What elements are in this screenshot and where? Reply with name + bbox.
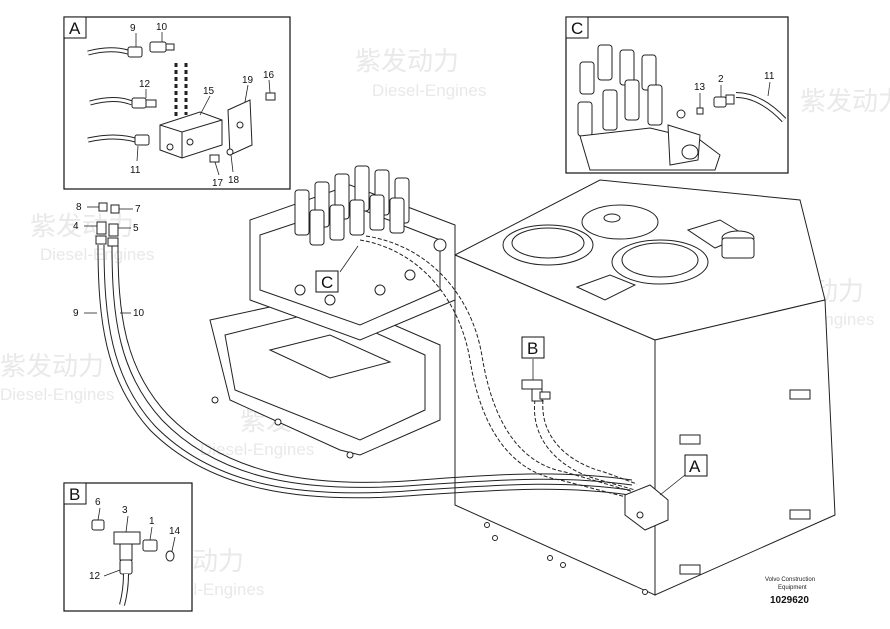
part-number: 1029620	[770, 595, 809, 606]
b-label-3: 3	[122, 505, 128, 516]
b-label-12: 12	[89, 571, 101, 582]
callout-a-main: A	[684, 454, 708, 477]
manifold-block-main	[624, 484, 669, 531]
watermark-text: 紫发动力	[0, 351, 104, 381]
a-label-9: 9	[130, 23, 136, 34]
a-label-18: 18	[228, 175, 240, 186]
hoses	[97, 235, 638, 499]
a-label-10: 10	[156, 22, 168, 33]
a-label-19: 19	[242, 75, 254, 86]
fitting-7	[110, 204, 120, 214]
label-4: 4	[73, 221, 79, 232]
label-5: 5	[133, 223, 139, 234]
svg-text:C: C	[321, 273, 333, 292]
watermark-subtext: Diesel-Engines	[372, 81, 486, 100]
watermark-subtext: Diesel-Engines	[40, 245, 154, 264]
hydraulic-tank	[453, 179, 836, 596]
a-label-16: 16	[263, 70, 275, 81]
main-leaders	[84, 206, 686, 496]
watermark-text: 紫发动力	[800, 86, 890, 116]
label-8: 8	[76, 202, 82, 213]
tee-fitting-main	[521, 379, 551, 402]
control-valve-assembly	[209, 165, 456, 459]
b-label-1: 1	[149, 516, 155, 527]
detail-b-letter: B	[69, 485, 80, 504]
a-label-17: 17	[212, 178, 224, 189]
watermark-text: 紫发动力	[355, 46, 459, 76]
label-7: 7	[135, 204, 141, 215]
main-part-labels: 8 7 4 5 9 10	[73, 202, 145, 319]
b-label-6: 6	[95, 497, 101, 508]
detail-c-box: C 13	[565, 16, 789, 174]
credit-line-2: Equipment	[778, 585, 807, 591]
detail-a-letter: A	[69, 19, 81, 38]
callout-c-main: C	[315, 270, 339, 293]
watermark-subtext: Diesel-Engines	[0, 385, 114, 404]
label-10: 10	[133, 308, 145, 319]
detail-a-box: A	[63, 16, 291, 190]
a-label-12: 12	[139, 79, 151, 90]
watermark-subtext: Diesel-Engines	[200, 440, 314, 459]
b-label-14: 14	[169, 526, 181, 537]
svg-text:A: A	[689, 457, 701, 476]
c-label-2: 2	[718, 74, 724, 85]
credit-line-1: Volvo Construction	[765, 577, 815, 583]
a-label-11: 11	[130, 165, 141, 176]
a-label-15: 15	[203, 86, 215, 97]
c-label-11: 11	[764, 71, 775, 82]
fitting-8	[98, 202, 108, 212]
fitting-5	[108, 223, 119, 237]
label-9: 9	[73, 308, 79, 319]
c-label-13: 13	[694, 82, 706, 93]
detail-b-box: B 6 3 1 14 12	[63, 482, 193, 612]
detail-c-letter: C	[571, 19, 583, 38]
fitting-4	[96, 221, 107, 235]
callout-b-main: B	[521, 336, 545, 359]
svg-text:B: B	[527, 339, 538, 358]
valve-spools	[294, 165, 410, 246]
